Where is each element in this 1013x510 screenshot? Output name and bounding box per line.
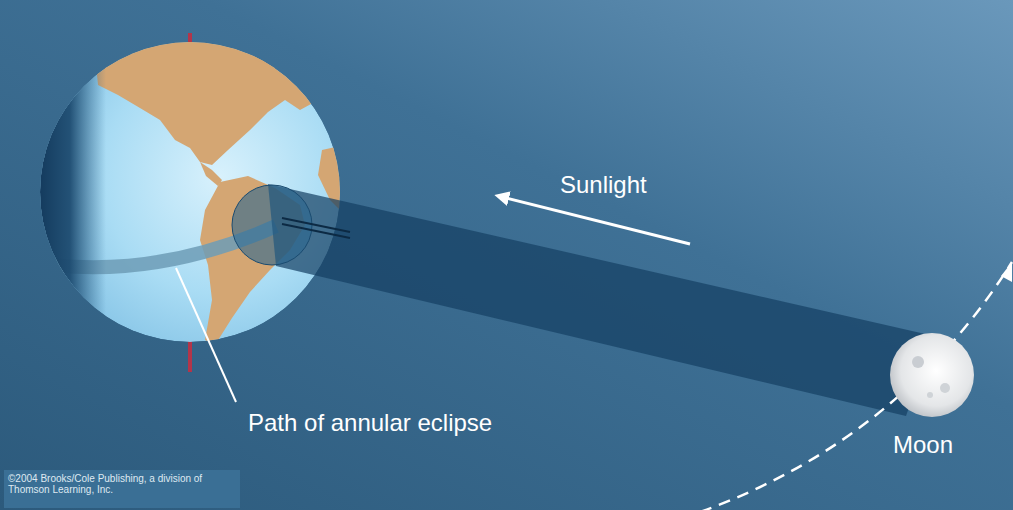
copyright-watermark: ©2004 Brooks/Cole Publishing, a division… <box>8 473 234 495</box>
callout-label: Path of annular eclipse <box>248 410 492 436</box>
orbit-arrowhead <box>1001 262 1012 282</box>
umbra-line <box>282 224 350 238</box>
moon-shadow <box>268 184 934 416</box>
moon-crater <box>927 392 933 398</box>
moon-crater <box>940 383 950 393</box>
watermark-patch <box>4 470 240 508</box>
umbra-line <box>282 218 350 232</box>
moon-orbit <box>700 262 1012 510</box>
sunlight-arrow <box>506 198 690 244</box>
penumbra-spot <box>232 185 312 265</box>
moon <box>890 333 974 417</box>
body-label: Moon <box>893 432 953 458</box>
leader-line <box>176 268 236 402</box>
arrow-label: Sunlight <box>560 172 647 198</box>
moon-crater <box>912 356 924 368</box>
